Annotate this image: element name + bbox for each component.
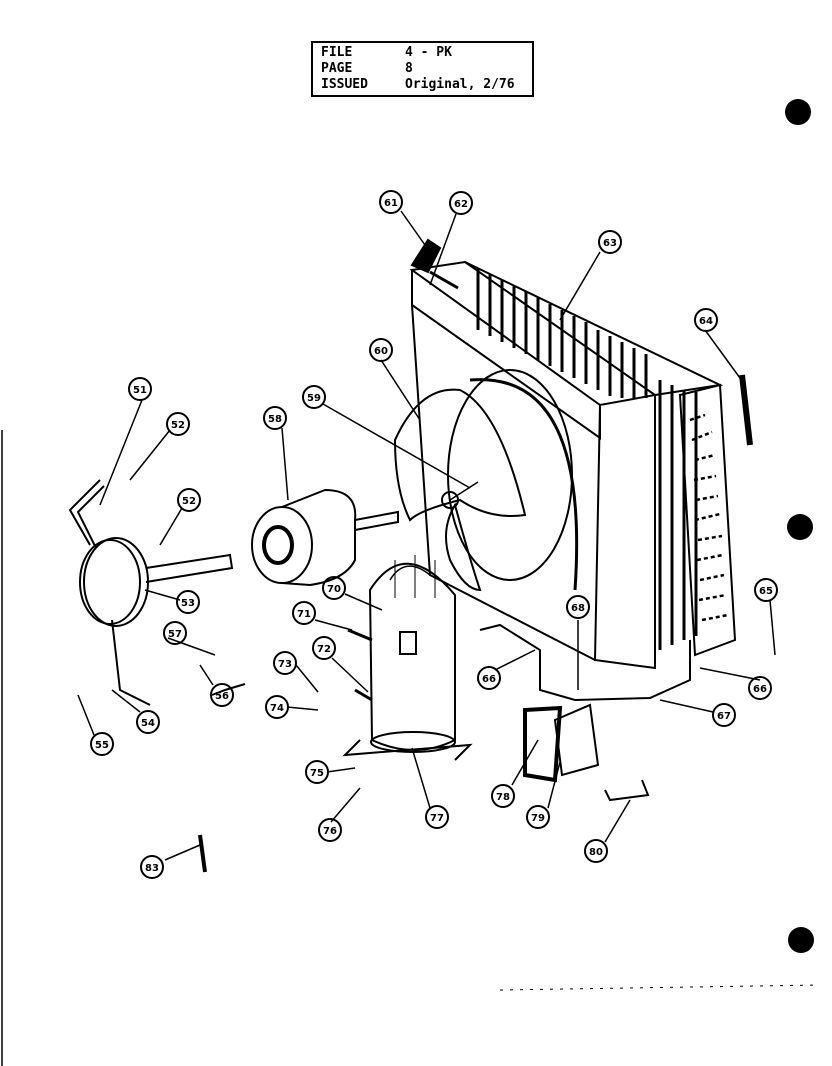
callout-label: 67: [717, 711, 731, 722]
issued-value: Original, 2/76: [405, 77, 515, 92]
callout: 66: [477, 666, 501, 690]
callout: 83: [140, 855, 164, 879]
refrigerant-tube: [479, 623, 691, 702]
callout-label: 72: [317, 644, 331, 655]
callout-label: 78: [496, 792, 510, 803]
callout: 51: [128, 377, 152, 401]
callout-label: 58: [268, 414, 282, 425]
condenser-coil: [409, 238, 737, 670]
page-value: 8: [405, 61, 413, 76]
callout: 76: [318, 818, 342, 842]
callout: 75: [305, 760, 329, 784]
page-row: PAGE 8: [321, 61, 524, 77]
callout-label: 75: [310, 768, 324, 779]
callout: 66: [748, 676, 772, 700]
fan-motor: [251, 488, 399, 587]
bracket-clip: [604, 779, 650, 802]
callout: 72: [312, 636, 336, 660]
callout-label: 76: [323, 826, 337, 837]
callout-label: 54: [141, 718, 155, 729]
file-value: 4 - PK: [405, 45, 452, 60]
callout-label: 73: [278, 659, 292, 670]
callout: 71: [292, 601, 316, 625]
callout: 55: [90, 732, 114, 756]
callout: 63: [598, 230, 622, 254]
file-info-block: FILE 4 - PK PAGE 8 ISSUED Original, 2/76: [311, 41, 534, 97]
callout: 70: [322, 576, 346, 600]
terminal-cover: [553, 703, 600, 777]
callout-label: 51: [133, 385, 147, 396]
scan-dots: [499, 984, 821, 991]
callout-label: 79: [531, 813, 545, 824]
callout: 58: [263, 406, 287, 430]
bolt: [211, 683, 246, 696]
callout-label: 66: [482, 674, 496, 685]
callout-label: 55: [95, 740, 109, 751]
callout: 77: [425, 805, 449, 829]
callout-label: 80: [589, 847, 603, 858]
callout: 52: [177, 488, 201, 512]
issued-key: ISSUED: [321, 77, 368, 92]
callout: 57: [163, 621, 187, 645]
callout-label: 71: [297, 609, 311, 620]
callout-label: 65: [759, 586, 773, 597]
callout: 62: [449, 191, 473, 215]
motor-mount: [68, 479, 234, 706]
fan-blade: [393, 388, 527, 592]
callout: 73: [273, 651, 297, 675]
callout: 52: [166, 412, 190, 436]
leader-lines: [77, 210, 776, 861]
callout-label: 61: [384, 198, 398, 209]
callout-label: 63: [603, 238, 617, 249]
callout-label: 52: [182, 496, 196, 507]
callout: 67: [712, 703, 736, 727]
callout: 80: [584, 839, 608, 863]
callout-label: 68: [571, 603, 585, 614]
gasket-strip: [739, 374, 753, 446]
callout: 56: [210, 683, 234, 707]
callout: 54: [136, 710, 160, 734]
callout-label: 56: [215, 691, 229, 702]
callout: 74: [265, 695, 289, 719]
callout: 61: [379, 190, 403, 214]
callout-label: 60: [374, 346, 388, 357]
binder-hole: [788, 927, 814, 953]
callout-label: 62: [454, 199, 468, 210]
callout-label: 66: [753, 684, 767, 695]
callout-label: 64: [699, 316, 713, 327]
callout-label: 53: [181, 598, 195, 609]
callout-label: 57: [168, 629, 182, 640]
callout: 68: [566, 595, 590, 619]
file-row: FILE 4 - PK: [321, 45, 524, 61]
callout: 59: [302, 385, 326, 409]
compressor: [342, 555, 473, 761]
callout-label: 77: [430, 813, 444, 824]
binder-hole: [787, 514, 813, 540]
issued-row: ISSUED Original, 2/76: [321, 77, 524, 93]
callout: 53: [176, 590, 200, 614]
gasket: [523, 705, 563, 783]
callout: 65: [754, 578, 778, 602]
callout: 60: [369, 338, 393, 362]
screw: [198, 834, 207, 873]
file-key: FILE: [321, 45, 353, 60]
callout-label: 83: [145, 863, 159, 874]
callout: 79: [526, 805, 550, 829]
callout: 78: [491, 784, 515, 808]
page-key: PAGE: [321, 61, 353, 76]
binder-hole: [785, 99, 811, 125]
callout-label: 59: [307, 393, 321, 404]
callout: 64: [694, 308, 718, 332]
callout-label: 74: [270, 703, 284, 714]
callout-label: 52: [171, 420, 185, 431]
callout-label: 70: [327, 584, 341, 595]
